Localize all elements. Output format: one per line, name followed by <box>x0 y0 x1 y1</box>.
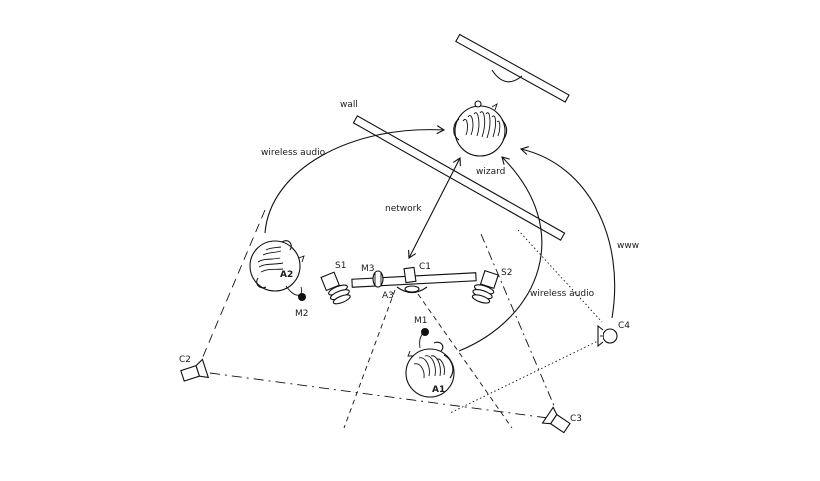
network-label: network <box>385 204 422 214</box>
microphone-m1-icon <box>421 328 429 336</box>
m3-label: M3 <box>361 264 375 274</box>
camera-view-lines <box>198 209 603 429</box>
microphone-m3-icon <box>372 270 384 288</box>
c3-label: C3 <box>570 414 582 424</box>
speaker-s2-icon <box>471 270 499 304</box>
speaker-s1-icon <box>320 271 351 305</box>
network-link <box>408 157 461 259</box>
wall-label: wall <box>340 100 358 110</box>
a3-label: A3 <box>382 291 394 301</box>
s2-label: S2 <box>501 268 512 278</box>
s1-label: S1 <box>335 261 346 271</box>
camera-c1-icon <box>396 266 428 294</box>
c1-label: C1 <box>419 262 431 272</box>
m2-label: M2 <box>295 309 309 319</box>
microphone-m2-icon <box>298 293 306 301</box>
a1-label: A1 <box>432 385 445 395</box>
a2-label: A2 <box>280 270 293 280</box>
c2-label: C2 <box>179 355 191 365</box>
wizard-label: wizard <box>476 167 505 177</box>
camera-c4-icon <box>597 324 618 348</box>
www-link <box>519 146 616 319</box>
www-label: www <box>617 241 639 251</box>
wireless-audio-label-top: wireless audio <box>261 148 326 158</box>
wizard-display <box>455 33 570 103</box>
m1-label: M1 <box>414 316 428 326</box>
wizard-head-icon <box>453 100 508 157</box>
wireless-audio-label-right: wireless audio <box>530 289 595 299</box>
camera-c3-icon <box>541 406 571 434</box>
wireless-audio-link-a2 <box>264 125 446 234</box>
wireless-audio-link-a1 <box>458 156 543 352</box>
participant-a1-head-icon <box>405 331 455 398</box>
participant-a2-head-icon <box>249 240 305 296</box>
camera-c2-icon <box>180 358 210 382</box>
c4-label: C4 <box>618 321 630 331</box>
